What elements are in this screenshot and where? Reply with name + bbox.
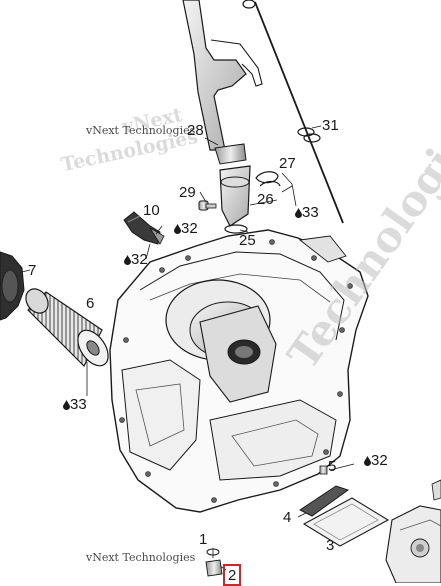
callout-number: 28 [187,122,204,139]
callout-c3: 3 [326,538,334,553]
callout-number: 32 [371,452,388,469]
oil-drop-icon [63,400,70,410]
oil-drop-icon [364,456,371,466]
callout-number: 31 [322,117,339,134]
callout-c33a: 33 [293,205,319,220]
callout-c1: 1 [199,532,207,547]
callout-number: 1 [199,531,208,548]
bolt-29 [198,200,217,211]
watermark-bottom: vNext Technologies [86,551,196,564]
callout-number: 33 [302,204,319,221]
drain-plug [205,548,223,577]
callout-c28: 28 [187,123,204,138]
callout-c5: 5 [328,459,336,474]
oil-filter-6 [25,288,109,368]
callout-number: 27 [279,155,296,172]
callout-c10: 10 [143,203,160,218]
callout-number: 33 [70,396,87,413]
callout-c26: 26 [257,192,274,207]
filter-cap-7 [0,251,25,321]
callout-c32c: 32 [362,453,388,468]
callout-number: 7 [28,262,37,279]
callout-c27: 27 [279,156,296,171]
callout-number: 5 [328,458,337,475]
callout-number: 26 [257,191,274,208]
crankcase [109,229,369,513]
dipstick-tube [182,0,263,227]
bolt-5 [319,465,328,475]
callout-c4: 4 [283,510,291,525]
strainer-4 [299,485,350,517]
callout-number: 32 [181,220,198,237]
clip [255,171,281,187]
o-ring-25 [224,224,248,234]
oil-drop-icon [124,255,131,265]
callout-number: 25 [239,232,256,249]
callout-number: 29 [179,184,196,201]
callout-c32a: 32 [172,221,198,236]
callout-number: 6 [86,295,95,312]
oil-drop-icon [174,224,181,234]
callout-c31: 31 [322,118,339,133]
callout-c32b: 32 [122,252,148,267]
callout-number: 2 [228,567,237,584]
screen-3 [302,497,390,547]
watermark-top: vNext Technologies [86,124,196,137]
callout-number: 4 [283,509,292,526]
cover-partial [385,479,441,583]
callout-c25: 25 [239,233,256,248]
callout-number: 3 [326,537,335,554]
callout-number: 32 [131,251,148,268]
dipstick [242,0,344,224]
oil-drop-icon [295,208,302,218]
callout-c29: 29 [179,185,196,200]
callout-c33b: 33 [61,397,87,412]
callout-number: 10 [143,202,160,219]
callout-c6: 6 [86,296,94,311]
callout-c7: 7 [28,263,36,278]
